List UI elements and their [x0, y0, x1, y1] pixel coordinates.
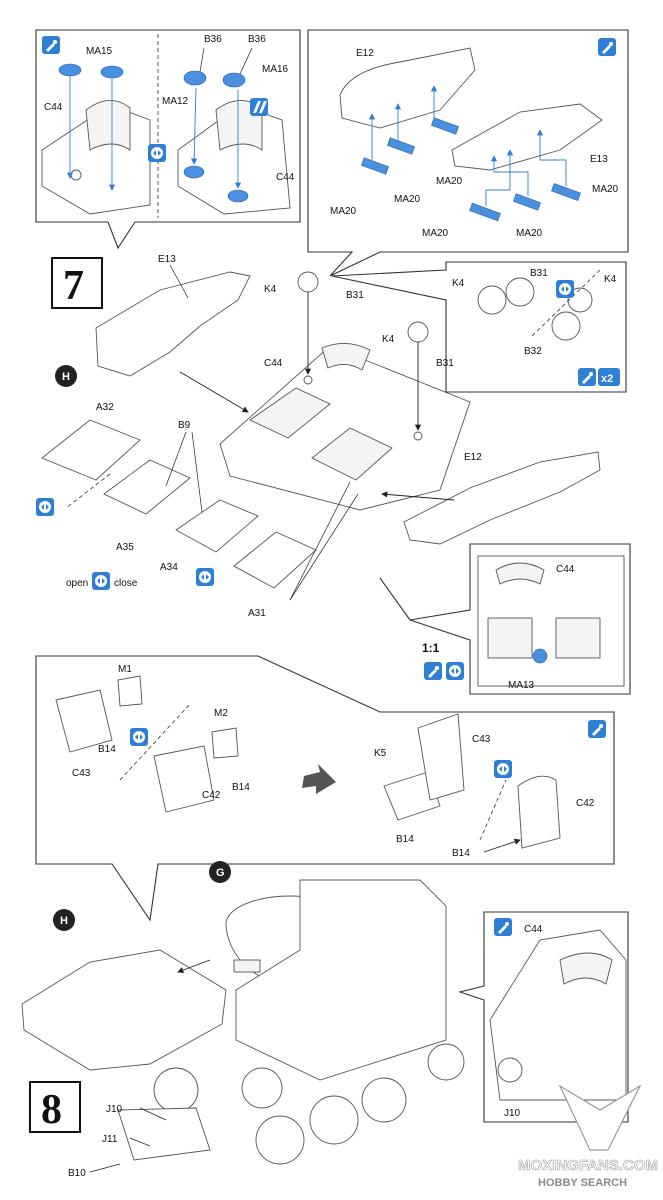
site-watermark: MOXINGFANS.COM HOBBY SEARCH: [518, 1084, 658, 1189]
label-ma15: MA15: [86, 46, 113, 57]
label-b9: B9: [178, 420, 191, 431]
flip-icon: [446, 662, 464, 680]
step7-light-detail: K4 B31 K4 B32 x2: [331, 261, 627, 393]
step8-hatch-callout: M1 B14 C43 M2 C42 B14 K5 C43 B14 C42 B14: [35, 655, 615, 922]
label-ma20-b: MA20: [394, 194, 421, 205]
step8-right-inset: C44 J10: [458, 911, 629, 1123]
scale-label: 1:1: [422, 641, 440, 655]
label-c44-step8-inset: C44: [524, 924, 543, 935]
label-m2: M2: [214, 708, 228, 719]
flip-icon: [148, 144, 166, 162]
svg-text:H: H: [60, 915, 68, 927]
label-e13-main: E13: [158, 254, 176, 265]
part-a31: [233, 531, 317, 589]
quantity-badge: x2: [601, 373, 613, 385]
label-b31-b: B31: [436, 358, 454, 369]
label-b14-a: B14: [98, 744, 116, 755]
label-c44-right: C44: [276, 172, 295, 183]
paint-brush-icon: [494, 918, 512, 936]
label-j10: J10: [106, 1104, 123, 1115]
label-a32: A32: [96, 402, 114, 413]
label-ma13: MA13: [508, 680, 535, 691]
label-a34: A34: [160, 562, 178, 573]
label-c43-a: C43: [72, 768, 91, 779]
part-c44: [219, 345, 471, 511]
flip-icon: [556, 280, 574, 298]
label-b10: B10: [68, 1168, 86, 1179]
label-b36-a: B36: [204, 34, 222, 45]
svg-text:H: H: [62, 371, 70, 383]
label-k4-detail: K4: [452, 278, 465, 289]
label-c44-left: C44: [44, 102, 63, 113]
svg-text:8: 8: [41, 1087, 62, 1133]
label-k4b-detail: K4: [604, 274, 617, 285]
next-step-arrow-icon: [302, 764, 336, 794]
open-close-legend: open close: [66, 572, 138, 590]
step7-detail-callout-left: MA15 C44 B36 B36 MA16 MA12 C44: [35, 29, 301, 250]
paint-brush-icon: [424, 662, 442, 680]
flip-icon: [494, 760, 512, 778]
option-circle-icon: G: [209, 861, 231, 883]
option-circle-icon: H: [53, 909, 75, 931]
label-ma20-a: MA20: [330, 206, 357, 217]
label-c44-inset: C44: [556, 564, 575, 575]
label-j11: J11: [102, 1134, 118, 1145]
watermark-line2: HOBBY SEARCH: [538, 1177, 627, 1189]
label-k5: K5: [374, 748, 387, 759]
flip-icon: [92, 572, 110, 590]
label-b31-detail: B31: [530, 268, 548, 279]
label-b36-b: B36: [248, 34, 266, 45]
svg-text:7: 7: [63, 263, 84, 309]
part-a35: [103, 459, 191, 515]
label-e12-main: E12: [464, 452, 482, 463]
step-7-badge: 7: [51, 257, 103, 309]
step8-main-assembly: H G F J10 J11 B10: [21, 861, 465, 1179]
flip-icon: [36, 498, 54, 516]
scale-inset: C44 MA13 1:1: [379, 543, 631, 695]
step7-main-assembly: E13 C44 K4 B31 K4 B31 E12 H A32 A35: [36, 254, 601, 619]
label-c43-b: C43: [472, 734, 491, 745]
svg-text:G: G: [216, 867, 225, 879]
label-ma20-c: MA20: [436, 176, 463, 187]
watermark-line1: MOXINGFANS.COM: [518, 1157, 658, 1174]
flip-icon: [196, 568, 214, 586]
label-a35: A35: [116, 542, 134, 553]
label-b31-a: B31: [346, 290, 364, 301]
label-b14-b: B14: [232, 782, 250, 793]
part-a32: [41, 419, 141, 481]
label-c42-a: C42: [202, 790, 221, 801]
label-b14-d: B14: [452, 848, 470, 859]
legend-open: open: [66, 578, 88, 589]
label-m1: M1: [118, 664, 132, 675]
paint-brush-icon: [588, 720, 606, 738]
label-k4-b: K4: [382, 334, 395, 345]
label-ma12: MA12: [162, 96, 189, 107]
label-a31: A31: [248, 608, 266, 619]
flip-icon: [130, 728, 148, 746]
label-ma20-d: MA20: [592, 184, 619, 195]
part-e13: [95, 271, 251, 377]
legend-close: close: [114, 578, 138, 589]
paint-brush-icon: [598, 38, 616, 56]
label-e13: E13: [590, 154, 608, 165]
label-ma16: MA16: [262, 64, 289, 75]
option-circle-icon: H: [55, 365, 77, 387]
label-ma20-e: MA20: [422, 228, 449, 239]
label-b14-c: B14: [396, 834, 414, 845]
part-e12: [403, 451, 601, 545]
paint-brush-icon: [42, 36, 60, 54]
step-8-badge: 8: [29, 1081, 81, 1133]
paint-brush-icon: [578, 368, 596, 386]
label-e12: E12: [356, 48, 374, 59]
step7-detail-callout-right: E12 E13 MA20 MA20 MA20 MA20 MA20 MA20: [307, 29, 629, 277]
label-c44-main: C44: [264, 358, 283, 369]
label-k4-a: K4: [264, 284, 277, 295]
label-j10-inset: J10: [504, 1108, 521, 1119]
decal-icon: [250, 98, 268, 116]
label-ma20-f: MA20: [516, 228, 543, 239]
label-c42-b: C42: [576, 798, 595, 809]
label-b32-detail: B32: [524, 346, 542, 357]
part-a34: [175, 499, 259, 553]
